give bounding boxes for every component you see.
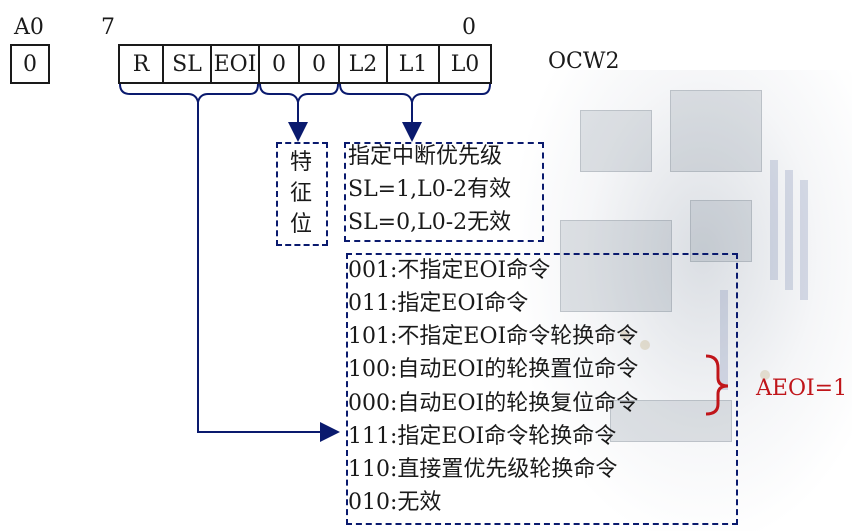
priority-line-1: 指定中断优先级 bbox=[348, 144, 503, 169]
command-line: 010:无效 bbox=[348, 490, 442, 515]
priority-box bbox=[344, 142, 544, 242]
command-line: 101:不指定EOI命令轮换命令 bbox=[348, 324, 639, 349]
bit-cell-l0: L0 bbox=[438, 44, 492, 84]
bit-cell-label: SL bbox=[172, 51, 202, 77]
bit-cell-4: 0 bbox=[258, 44, 300, 84]
bit-cell-label: 0 bbox=[312, 51, 326, 77]
bit-cell-label: 0 bbox=[272, 51, 286, 77]
bit-cell-label: L1 bbox=[398, 51, 428, 77]
bit-cell-l1: L1 bbox=[386, 44, 440, 84]
aeoi-label: AEOI=1 bbox=[756, 376, 848, 401]
a0-label: A0 bbox=[14, 15, 44, 40]
command-list-box bbox=[346, 253, 738, 525]
feature-bits-char-1: 特 bbox=[290, 150, 313, 175]
a0-value-cell: 0 bbox=[10, 44, 50, 84]
brace-l2-l1-l0 bbox=[339, 83, 491, 103]
bit-cell-eoi: EOI bbox=[210, 44, 260, 84]
bit-cell-sl: SL bbox=[162, 44, 212, 84]
brace-bits-4-3 bbox=[259, 83, 339, 103]
feature-bits-char-2: 征 bbox=[290, 181, 313, 206]
command-line: 110:直接置优先级轮换命令 bbox=[348, 457, 618, 482]
priority-line-2: SL=1,L0-2有效 bbox=[348, 177, 512, 202]
feature-bits-char-3: 位 bbox=[290, 212, 313, 237]
command-line: 000:自动EOI的轮换复位命令 bbox=[348, 391, 639, 416]
priority-line-3: SL=0,L0-2无效 bbox=[348, 210, 512, 235]
aeoi-brace bbox=[705, 354, 729, 416]
bit-cell-label: R bbox=[132, 51, 150, 77]
register-name: OCW2 bbox=[548, 49, 620, 74]
bit-0-label: 0 bbox=[462, 15, 476, 40]
a0-value: 0 bbox=[23, 51, 37, 77]
arrow-to-command-list bbox=[197, 102, 340, 442]
bit-cell-l2: L2 bbox=[338, 44, 388, 84]
command-line: 111:指定EOI命令轮换命令 bbox=[348, 424, 617, 449]
bit-cell-label: EOI bbox=[213, 51, 257, 77]
bit-cell-label: L0 bbox=[450, 51, 480, 77]
command-line: 100:自动EOI的轮换置位命令 bbox=[348, 357, 639, 382]
command-line: 001:不指定EOI命令 bbox=[348, 258, 551, 283]
brace-r-sl-eoi bbox=[119, 83, 259, 103]
bit-cell-label: L2 bbox=[348, 51, 378, 77]
background-motherboard-image bbox=[520, 70, 852, 531]
bit-7-label: 7 bbox=[101, 15, 115, 40]
feature-bits-box bbox=[276, 142, 328, 246]
command-line: 011:指定EOI命令 bbox=[348, 291, 529, 316]
